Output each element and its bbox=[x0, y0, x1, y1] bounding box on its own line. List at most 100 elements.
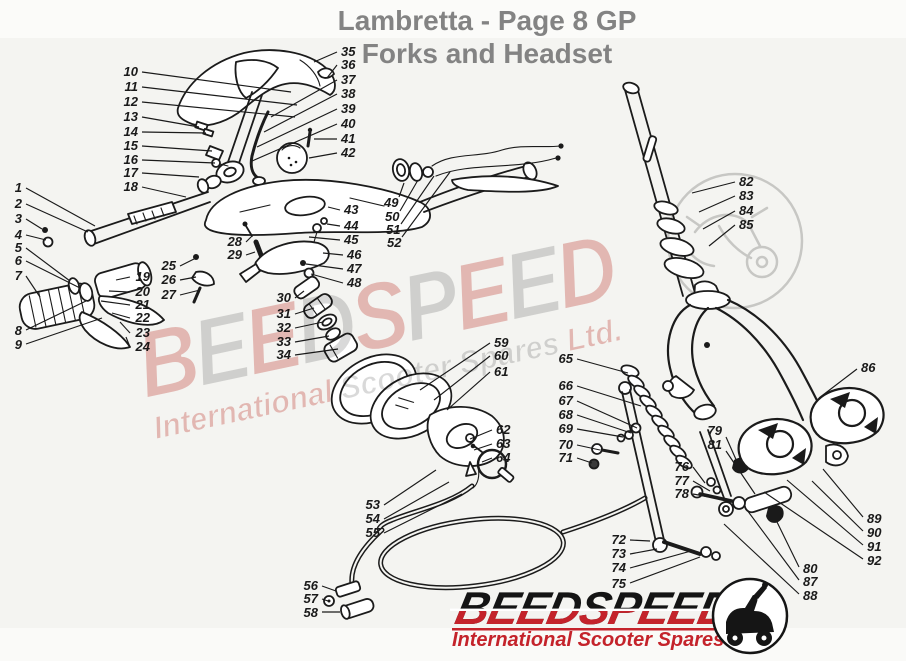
callout-leader-22 bbox=[111, 312, 131, 319]
callout-number-61: 61 bbox=[494, 364, 508, 379]
callout-leader-69 bbox=[576, 428, 624, 438]
callout-number-19: 19 bbox=[136, 269, 151, 284]
callout-number-47: 47 bbox=[346, 261, 362, 276]
callout-leader-10 bbox=[141, 71, 292, 93]
scooter-stamp-watermark bbox=[666, 172, 804, 310]
control-rods bbox=[227, 91, 313, 186]
callout-leader-44 bbox=[326, 223, 341, 227]
callout-number-56: 56 bbox=[304, 578, 319, 593]
callout-leader-32 bbox=[294, 321, 324, 329]
callout-leader-52 bbox=[401, 171, 451, 238]
callout-leader-42 bbox=[308, 152, 338, 159]
callout-leader-56 bbox=[321, 585, 337, 592]
callout-leader-72 bbox=[629, 539, 651, 542]
callout-number-22: 22 bbox=[135, 310, 151, 325]
callout-leader-49 bbox=[398, 182, 405, 198]
callout-number-11: 11 bbox=[125, 79, 139, 94]
callout-number-35: 35 bbox=[341, 44, 356, 59]
control-cable bbox=[323, 483, 648, 620]
callout-leader-31 bbox=[294, 307, 315, 315]
callout-leader-20 bbox=[108, 290, 131, 293]
callout-number-21: 21 bbox=[135, 297, 150, 312]
callout-leader-91 bbox=[786, 479, 864, 546]
damper-assembly bbox=[588, 381, 738, 561]
callout-number-49: 49 bbox=[383, 195, 399, 210]
callout-leader-78 bbox=[692, 493, 716, 499]
callout-leader-88 bbox=[723, 523, 800, 595]
callout-number-59: 59 bbox=[494, 335, 509, 350]
callout-leader-26 bbox=[179, 276, 197, 281]
callout-number-43: 43 bbox=[343, 202, 359, 217]
callout-number-52: 52 bbox=[387, 235, 402, 250]
callout-number-13: 13 bbox=[124, 109, 139, 124]
callout-number-86: 86 bbox=[861, 360, 876, 375]
callout-leader-83 bbox=[698, 195, 736, 213]
callout-leader-34 bbox=[294, 348, 339, 356]
callout-number-5: 5 bbox=[15, 240, 23, 255]
page-header: Lambretta - Page 8 GP Forks and Headset bbox=[338, 5, 637, 69]
callout-leader-7 bbox=[25, 275, 41, 298]
callout-number-62: 62 bbox=[496, 422, 511, 437]
callout-number-73: 73 bbox=[612, 546, 627, 561]
callout-leader-92 bbox=[763, 491, 864, 560]
logo-split-line bbox=[450, 608, 734, 611]
exploded-line-art bbox=[18, 49, 885, 620]
callout-number-15: 15 bbox=[124, 138, 139, 153]
callout-leader-6 bbox=[25, 260, 81, 289]
callout-leader-30 bbox=[294, 290, 305, 299]
callout-number-46: 46 bbox=[346, 247, 362, 262]
callout-number-41: 41 bbox=[340, 131, 355, 146]
callout-number-36: 36 bbox=[341, 57, 356, 72]
callout-number-84: 84 bbox=[739, 203, 754, 218]
callout-leader-33 bbox=[294, 335, 330, 343]
callout-leader-43 bbox=[327, 206, 341, 211]
callout-number-33: 33 bbox=[277, 334, 292, 349]
callout-leader-79 bbox=[725, 436, 739, 465]
callout-number-7: 7 bbox=[15, 268, 23, 283]
callout-leader-25 bbox=[179, 258, 195, 267]
callout-number-92: 92 bbox=[867, 553, 882, 568]
callout-leader-21 bbox=[100, 300, 131, 306]
callout-number-75: 75 bbox=[612, 576, 627, 591]
callout-leader-60 bbox=[433, 355, 491, 401]
callout-number-38: 38 bbox=[341, 86, 356, 101]
rod-hub bbox=[196, 160, 245, 194]
callout-number-28: 28 bbox=[227, 234, 243, 249]
logo-brand-black: BEEDSPEED bbox=[451, 582, 737, 633]
callout-number-64: 64 bbox=[496, 450, 511, 465]
callout-leader-35 bbox=[313, 51, 338, 63]
callout-number-53: 53 bbox=[366, 497, 381, 512]
callout-leader-89 bbox=[822, 468, 864, 518]
callout-number-77: 77 bbox=[675, 473, 690, 488]
gear-selector-stack bbox=[293, 275, 359, 363]
callout-leader-48 bbox=[310, 273, 344, 284]
callout-leader-23 bbox=[119, 321, 131, 334]
callout-number-3: 3 bbox=[15, 211, 23, 226]
callout-leader-9 bbox=[25, 317, 103, 345]
callout-leader-64 bbox=[481, 457, 493, 463]
part-callouts: 1234567891011121314151617181920212223242… bbox=[14, 44, 882, 620]
callout-leader-80 bbox=[776, 521, 800, 568]
callout-leader-17 bbox=[141, 172, 200, 178]
callout-number-48: 48 bbox=[346, 275, 362, 290]
callout-leader-62 bbox=[469, 429, 493, 440]
callout-number-51: 51 bbox=[386, 222, 400, 237]
callout-leader-70 bbox=[576, 444, 601, 451]
callout-leader-11 bbox=[141, 86, 298, 106]
callout-leader-76 bbox=[692, 466, 706, 484]
callout-number-37: 37 bbox=[341, 72, 356, 87]
callout-leader-27 bbox=[179, 289, 201, 296]
callout-number-12: 12 bbox=[124, 94, 139, 109]
beedspeed-logo: BEEDSPEED BEEDSPEED International Scoote… bbox=[450, 577, 789, 655]
callout-number-8: 8 bbox=[15, 323, 23, 338]
callout-number-1: 1 bbox=[15, 180, 22, 195]
callout-leader-50 bbox=[399, 179, 419, 212]
callout-leader-85 bbox=[708, 224, 736, 247]
callout-leader-51 bbox=[400, 175, 435, 225]
callout-number-87: 87 bbox=[803, 574, 818, 589]
gear-control-cluster bbox=[239, 217, 330, 283]
callout-number-16: 16 bbox=[124, 152, 139, 167]
callout-leader-36 bbox=[326, 64, 338, 79]
